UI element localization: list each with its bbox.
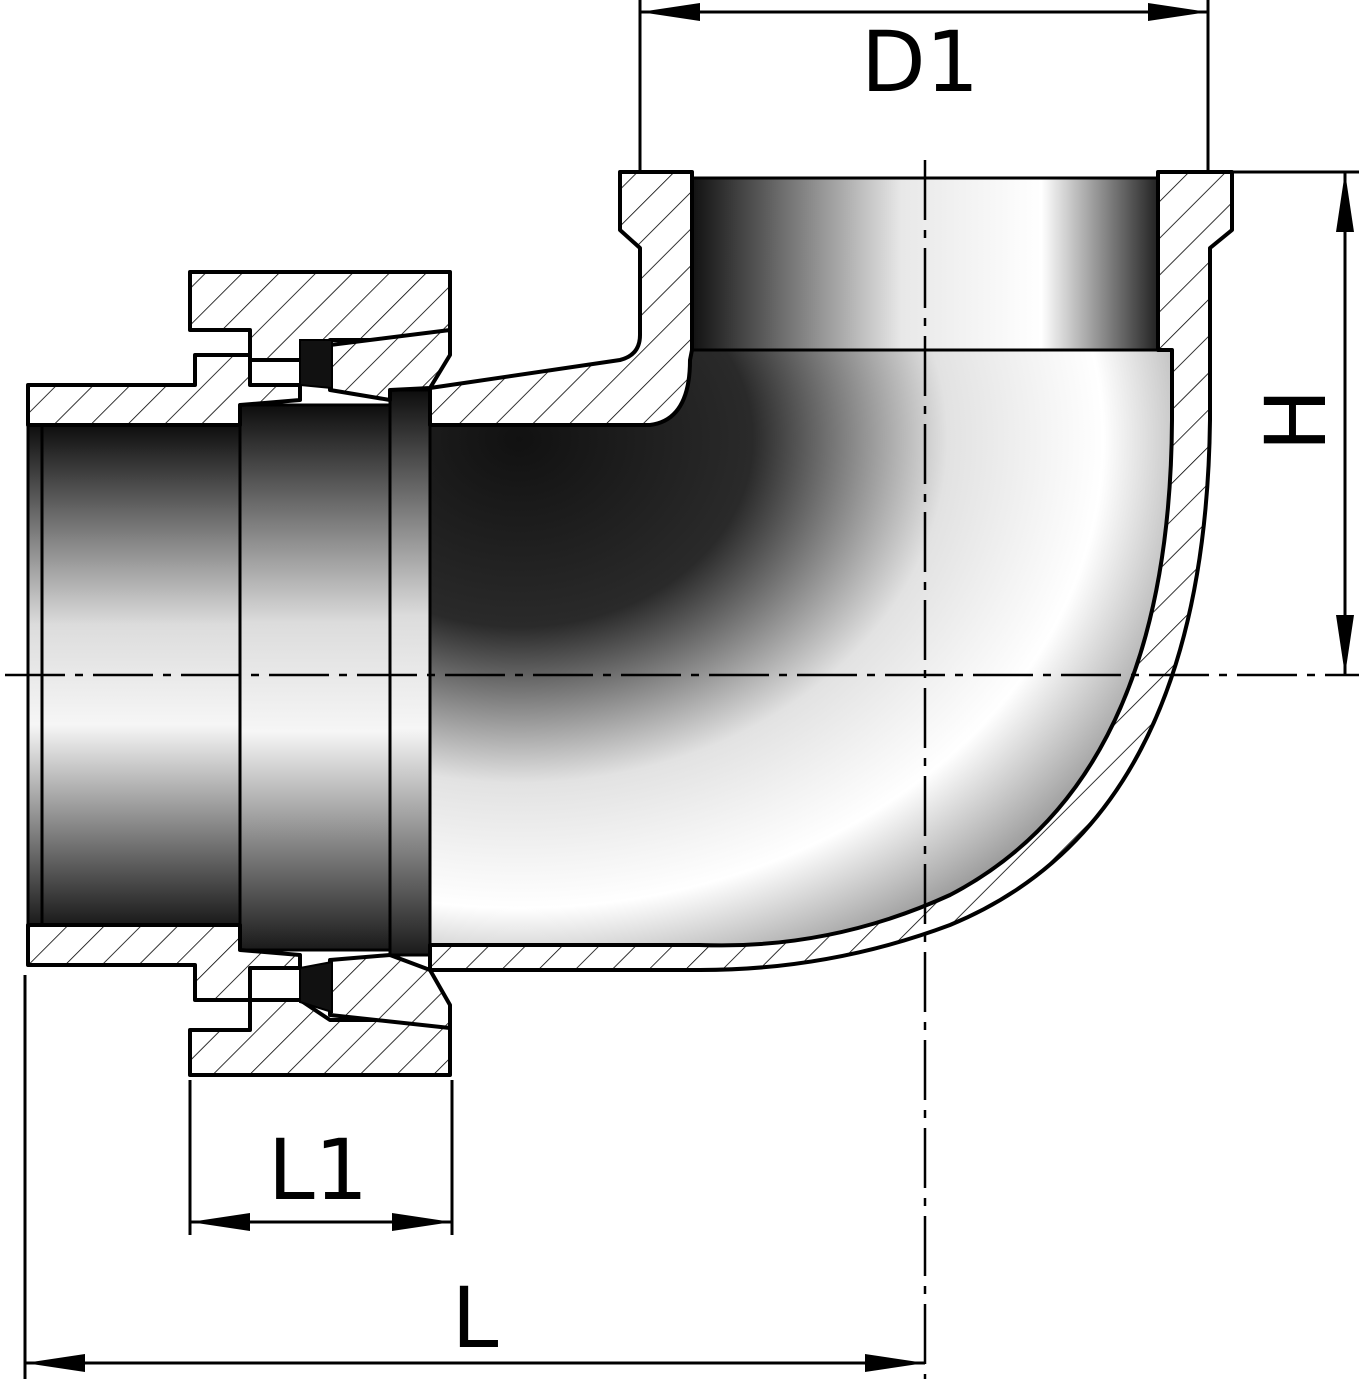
o-ring-bottom	[299, 960, 333, 1014]
dimension-l: L	[23, 975, 925, 1379]
label-h: H	[1247, 388, 1345, 451]
union-bore-collar	[388, 388, 432, 957]
union-body-top	[328, 328, 452, 402]
union-body-bottom	[328, 953, 452, 1030]
label-l1: L1	[268, 1121, 368, 1219]
center-lines	[5, 160, 1359, 1379]
label-d1: D1	[861, 13, 979, 111]
dimension-h: H	[1232, 170, 1359, 675]
seals	[299, 339, 333, 1014]
label-l: L	[452, 1269, 499, 1367]
o-ring-top	[299, 339, 333, 390]
wall-sections	[26, 170, 1234, 1077]
socket-wall-left	[428, 170, 694, 427]
bore-surfaces	[26, 176, 1174, 957]
dimension-l1: L1	[188, 1080, 454, 1235]
union-bore-middle	[238, 403, 392, 952]
socket-wall-right-and-bend	[428, 170, 1234, 972]
dimension-d1: D1	[638, 0, 1210, 172]
